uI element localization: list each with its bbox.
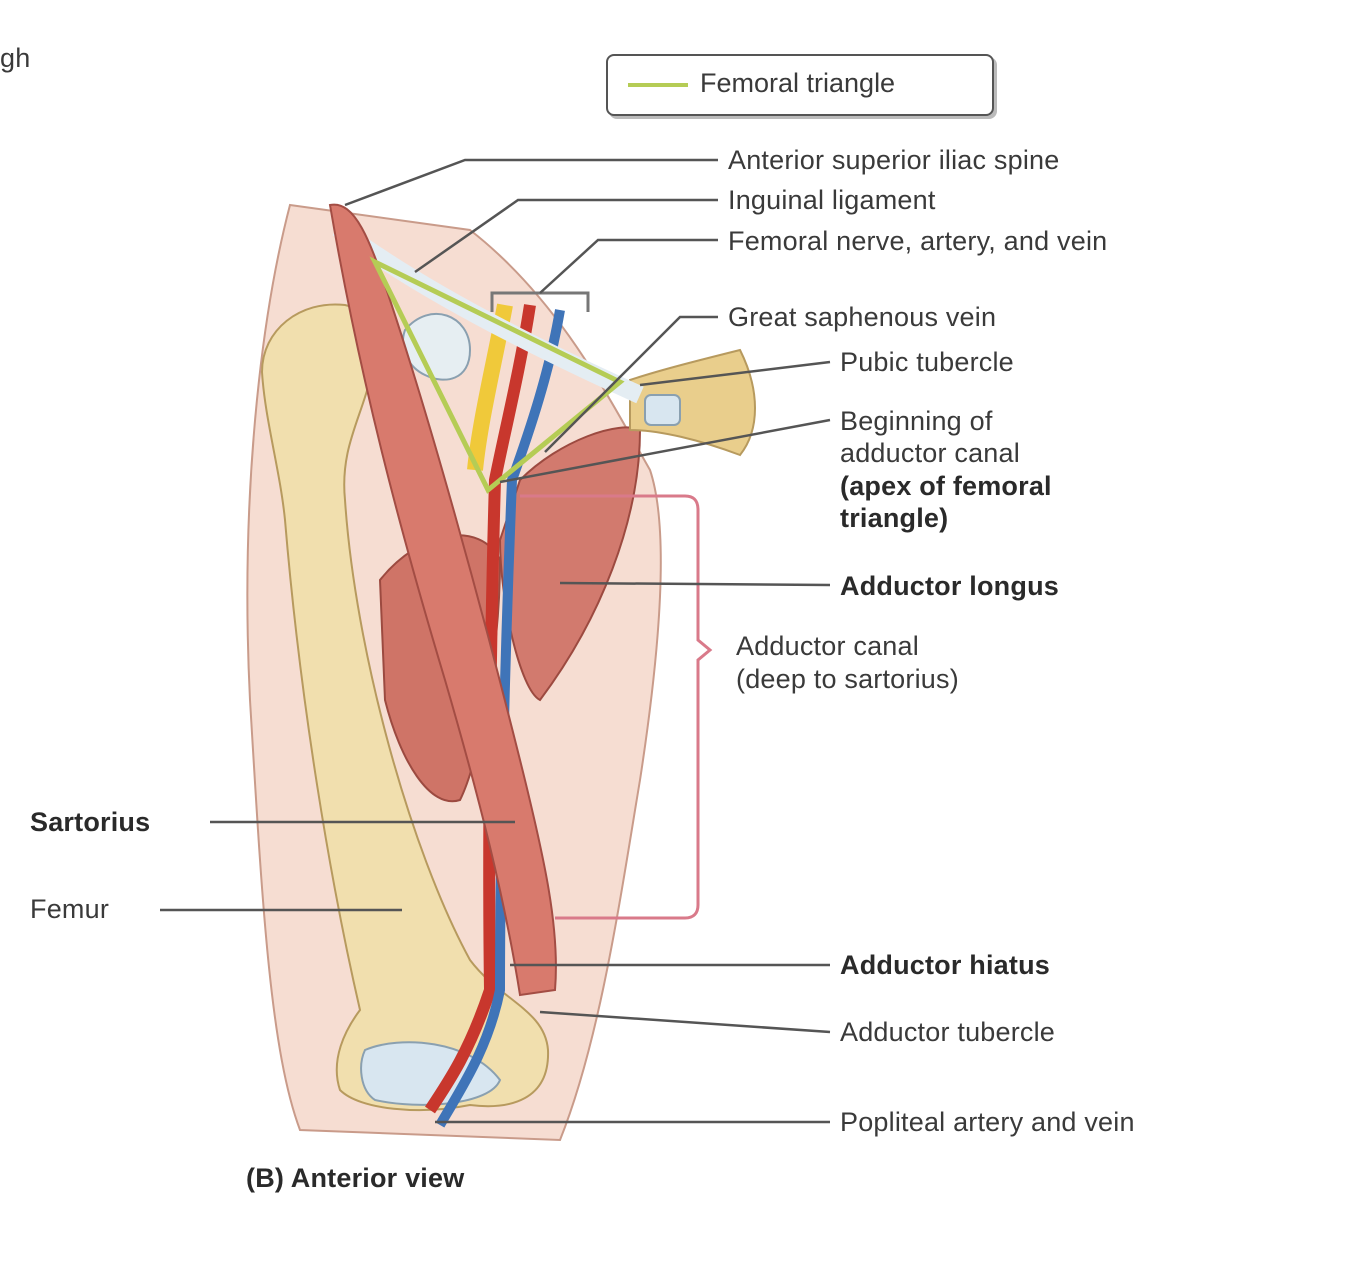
label-pubic-tubercle: Pubic tubercle bbox=[840, 347, 1014, 377]
leader-lines bbox=[160, 158, 831, 1124]
label-sartorius: Sartorius bbox=[30, 807, 151, 837]
label-apex-1: (apex of femoral bbox=[840, 471, 1052, 501]
label-beginning-2: adductor canal bbox=[840, 438, 1020, 468]
label-adductor-hiatus: Adductor hiatus bbox=[840, 950, 1050, 980]
leader-add-tubercle bbox=[539, 1010, 831, 1034]
leader-beginning bbox=[499, 418, 831, 484]
label-femoral-nerve-artery-vein: Femoral nerve, artery, and vein bbox=[728, 226, 1108, 256]
label-femur: Femur bbox=[30, 894, 110, 924]
leader-inguinal bbox=[414, 198, 718, 274]
legend-swatch bbox=[628, 83, 688, 87]
leader-pubic bbox=[639, 360, 831, 387]
femoral-triangle-outline bbox=[369, 256, 625, 494]
label-adductor-canal-2: (deep to sartorius) bbox=[736, 664, 959, 694]
adductor-canal-bracket bbox=[520, 494, 713, 920]
label-beginning-1: Beginning of bbox=[840, 406, 993, 436]
label-adductor-tubercle: Adductor tubercle bbox=[840, 1017, 1056, 1047]
corner-text: gh bbox=[0, 43, 31, 73]
leader-saphenous bbox=[544, 315, 718, 453]
label-asis: Anterior superior iliac spine bbox=[728, 145, 1060, 175]
label-popliteal: Popliteal artery and vein bbox=[840, 1107, 1135, 1137]
leader-femoral-nav bbox=[539, 238, 718, 294]
label-inguinal-ligament: Inguinal ligament bbox=[728, 185, 936, 215]
legend-label: Femoral triangle bbox=[700, 68, 896, 98]
label-apex-2: triangle) bbox=[840, 503, 949, 533]
leader-asis bbox=[344, 158, 718, 207]
pubic-region bbox=[629, 348, 756, 457]
leader-add-longus bbox=[559, 581, 831, 587]
legend-box: Femoral triangle bbox=[606, 54, 994, 116]
label-adductor-canal-1: Adductor canal bbox=[736, 631, 919, 661]
pubic-tubercle-cap bbox=[644, 394, 681, 426]
figure-caption: (B) Anterior view bbox=[246, 1163, 465, 1193]
label-great-saphenous-vein: Great saphenous vein bbox=[728, 302, 997, 332]
sartorius-muscle bbox=[328, 203, 557, 997]
label-adductor-longus: Adductor longus bbox=[840, 571, 1059, 601]
